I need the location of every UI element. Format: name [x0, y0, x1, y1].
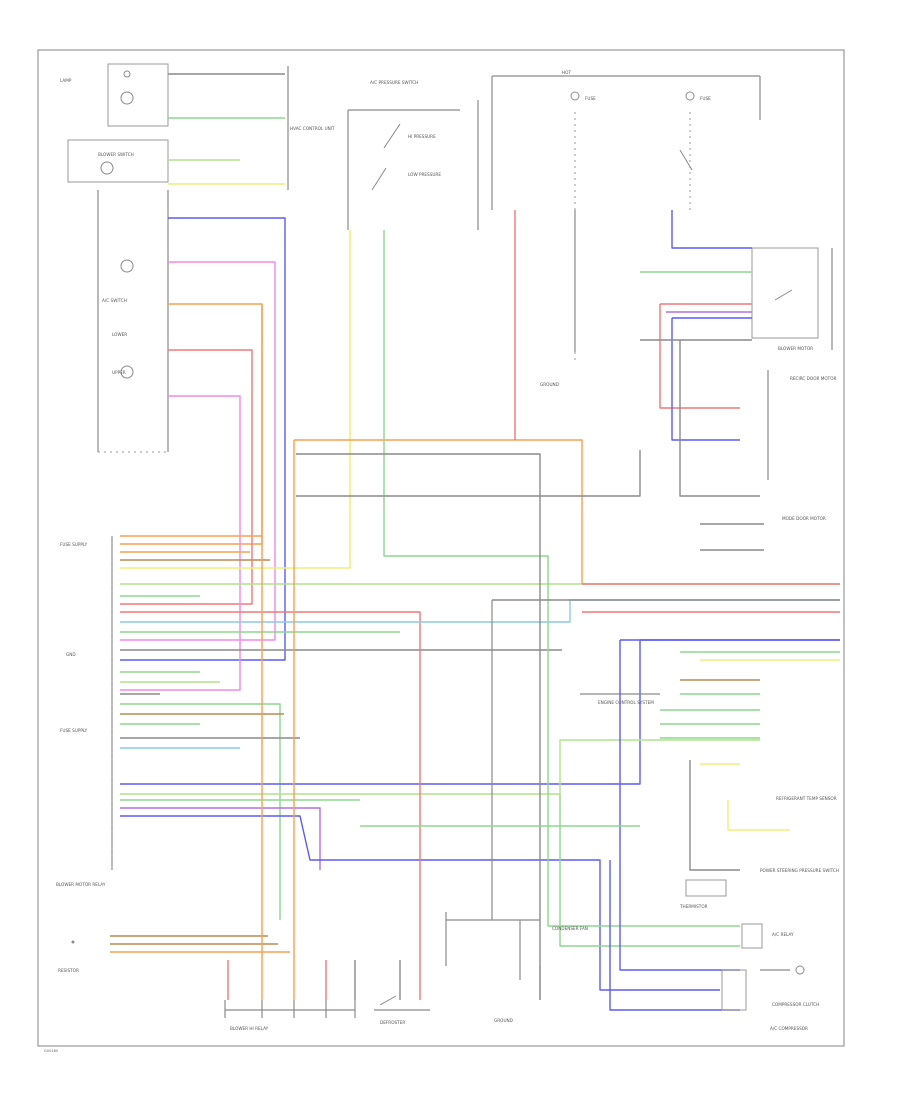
compressor-clutch-label: COMPRESSOR CLUTCH	[772, 1002, 819, 1007]
fuse-supply-1-label: FUSE SUPPLY	[60, 542, 88, 547]
diagram-frame	[37, 49, 845, 1047]
gnd-label: GND	[66, 652, 76, 657]
hot-label: HOT	[562, 70, 571, 75]
ac-pressure-switch-label: A/C PRESSURE SWITCH	[370, 80, 418, 85]
blower-relay-block	[71, 935, 356, 1018]
hvac-control-switches	[67, 63, 169, 453]
ac-relay-label: A/C RELAY	[772, 932, 794, 937]
fuse-block	[491, 75, 761, 360]
fuse-a-label: FUSE	[585, 96, 596, 101]
low-pressure-label: LOW PRESSURE	[408, 172, 441, 177]
resistor-label: RESISTOR	[58, 968, 79, 973]
ac-switch-label: A/C SWITCH	[102, 298, 127, 303]
engine-control-label: ENGINE CONTROL SYSTEM	[598, 700, 654, 705]
ac-pressure-switch	[347, 100, 479, 230]
blower-switch-label: BLOWER SWITCH	[98, 152, 134, 157]
ac-compressor-label: A/C COMPRESSOR	[770, 1026, 808, 1031]
mode-door-label: MODE DOOR MOTOR	[782, 516, 826, 521]
ground-a-label: GROUND	[540, 382, 559, 387]
lamp-label: LAMP	[60, 78, 72, 83]
upper-label: UPPER	[112, 370, 126, 375]
power-steering-label: POWER STEERING PRESSURE SWITCH	[760, 868, 839, 873]
blower-motor-box	[751, 247, 833, 350]
figure-id: G00185	[44, 1049, 58, 1053]
recirc-door-label: RECIRC DOOR MOTOR	[790, 376, 836, 381]
engine-control-box	[580, 693, 760, 739]
lower-label: LOWER	[112, 332, 127, 337]
blower-motor-label: BLOWER MOTOR	[778, 346, 813, 351]
condenser-fan-block	[374, 600, 541, 1011]
hvac-control-label: HVAC CONTROL UNIT	[290, 126, 335, 131]
fuse-supply-2-label: FUSE SUPPLY	[60, 728, 88, 733]
defroster-label: DEFROSTER	[380, 1020, 405, 1025]
thermistor-label: THERMISTOR	[679, 904, 708, 909]
ac-compressor-symbol	[609, 640, 805, 1011]
high-pressure-label: HI PRESSURE	[408, 134, 436, 139]
condenser-fan-label: CONDENSER FAN	[552, 926, 588, 931]
blower-motor-relay-label: BLOWER MOTOR RELAY	[56, 882, 106, 887]
ground-b-label: GROUND	[494, 1018, 513, 1023]
blower-hi-relay-label: BLOWER HI RELAY	[230, 1026, 269, 1031]
refrig-temp-label: REFRIGERANT TEMP SENSOR	[776, 796, 837, 801]
fuse-b-label: FUSE	[700, 96, 711, 101]
